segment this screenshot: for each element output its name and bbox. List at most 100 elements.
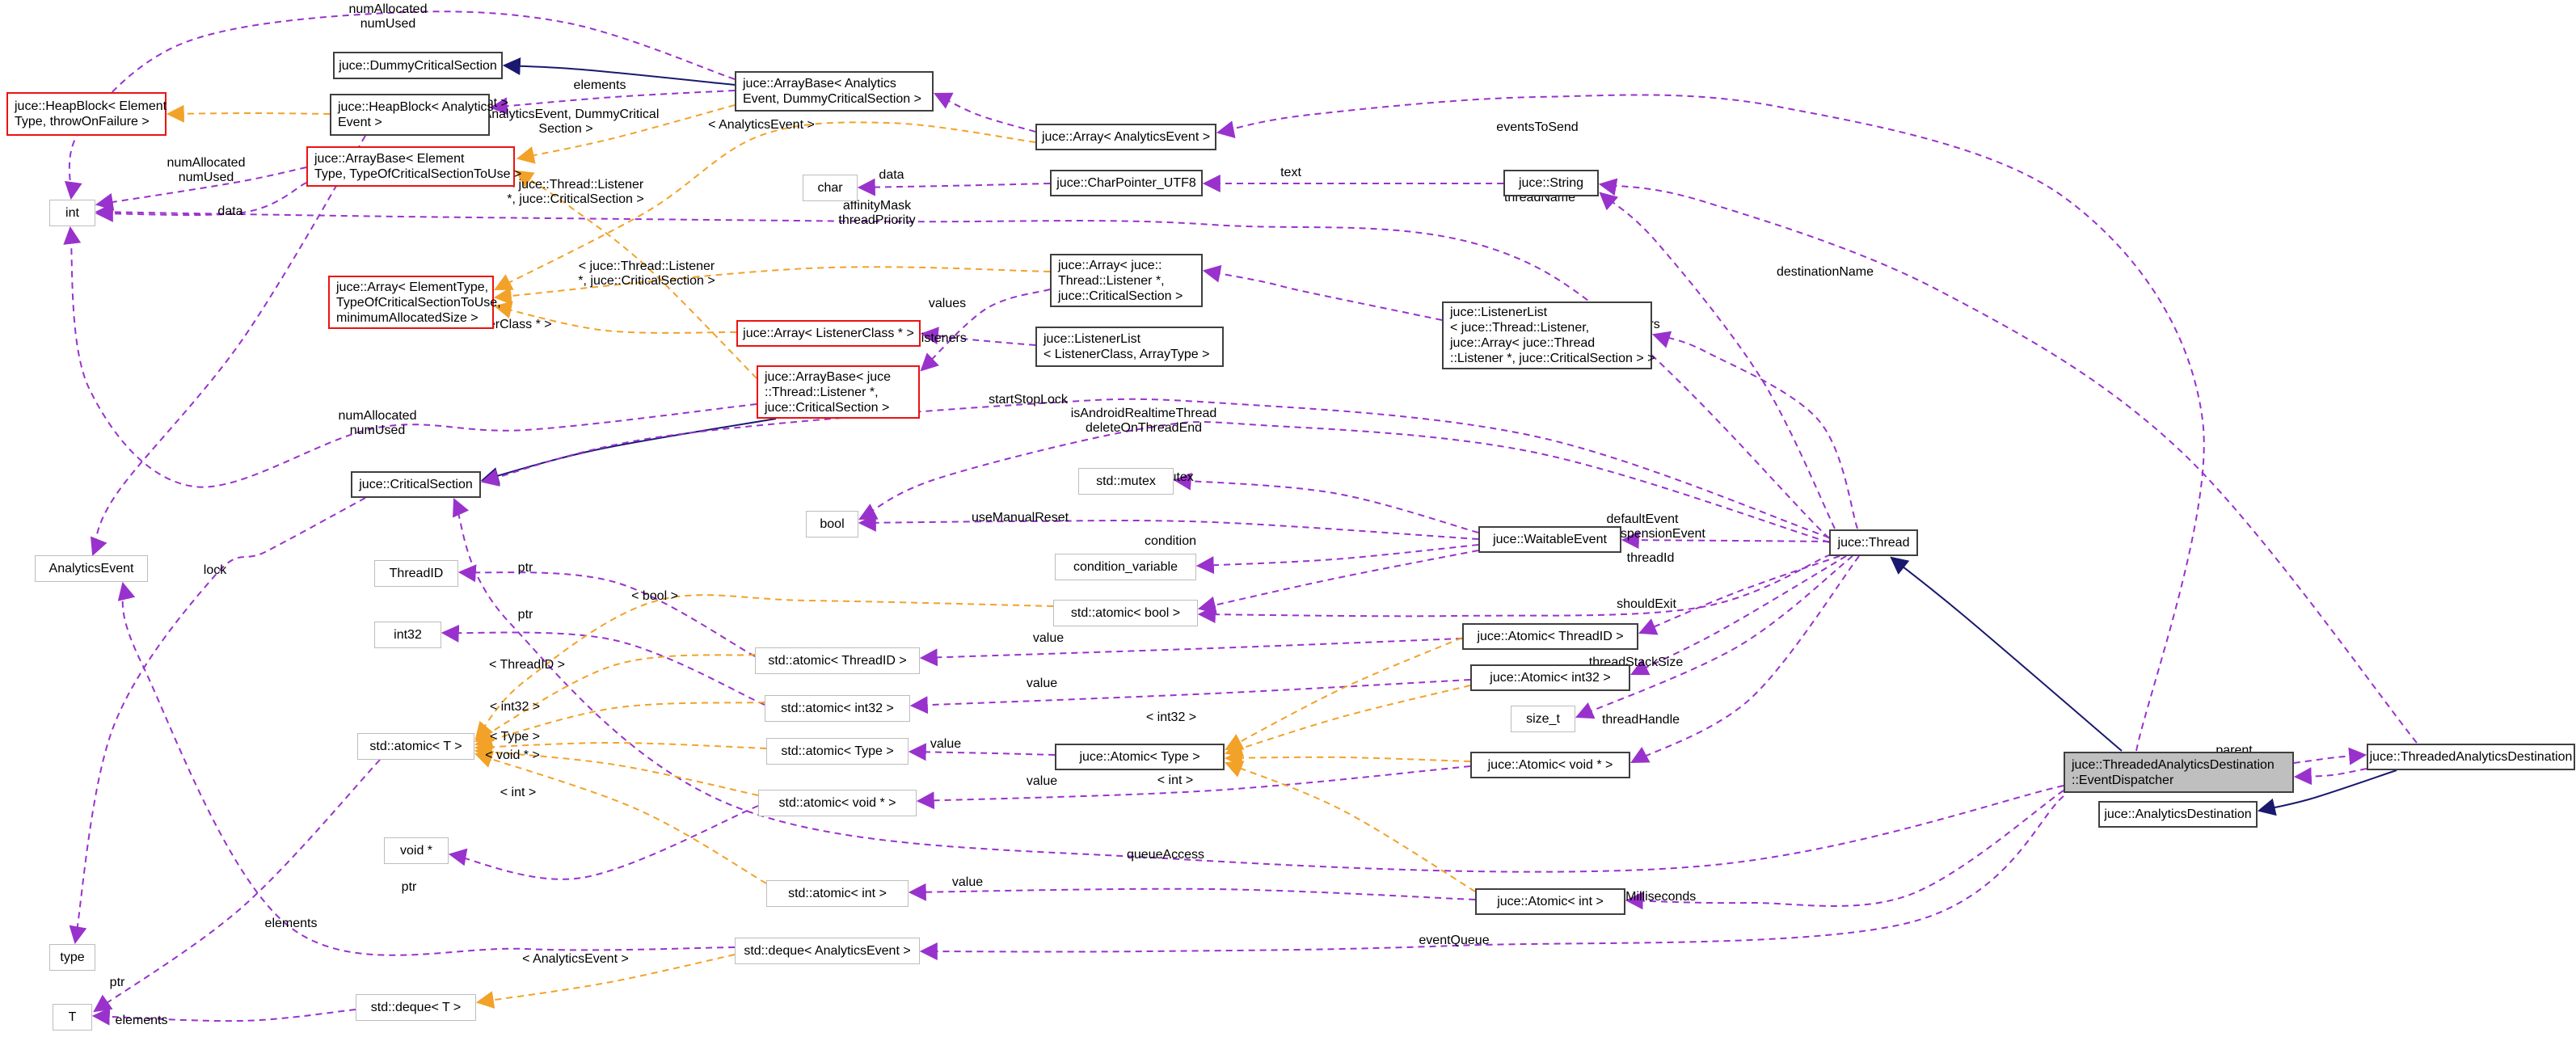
- node-array-analyticsevent[interactable]: juce::Array< AnalyticsEvent >: [1035, 124, 1216, 150]
- node-label: std::deque< AnalyticsEvent >: [744, 944, 911, 958]
- edge-arraybase-thread-listener-to-critical-section: [480, 418, 777, 485]
- edge-std-atomic-t-to-t: [93, 759, 381, 1013]
- node-juce-atomic-threadid[interactable]: juce::Atomic< ThreadID >: [1462, 623, 1638, 650]
- node-label: T: [68, 1010, 77, 1024]
- node-array-elementtype[interactable]: juce::Array< ElementType,TypeOfCriticalS…: [328, 276, 501, 329]
- edge-event-dispatcher-to-deque-analyticsevent: [919, 795, 2064, 961]
- node-juce-atomic-int[interactable]: juce::Atomic< int >: [1475, 888, 1625, 915]
- edge-juce-atomic-voidp-to-std-atomic-voidp: [916, 765, 1471, 810]
- node-std-atomic-bool: std::atomic< bool >: [1053, 600, 1198, 626]
- node-listenerlist-generic[interactable]: juce::ListenerList< ListenerClass, Array…: [1035, 327, 1224, 367]
- node-label: bool: [820, 517, 845, 531]
- node-label: condition_variable: [1073, 560, 1178, 574]
- node-dummy-critical-section[interactable]: juce::DummyCriticalSection: [333, 52, 503, 79]
- node-label: juce::String: [1518, 176, 1584, 190]
- edge-thread-to-waitable-event: [1621, 531, 1830, 550]
- edge-event-dispatcher-to-juce-atomic-int: [1625, 790, 2064, 910]
- node-label: juce::AnalyticsDestination: [2104, 807, 2252, 821]
- node-int: int: [49, 200, 95, 226]
- node-label: type: [60, 951, 85, 964]
- edge-juce-atomic-int-to-std-atomic-int: [908, 883, 1476, 901]
- edge-thread-to-juce-atomic-voidp: [1630, 555, 1860, 764]
- edge-thread-to-critical-section: [480, 398, 1830, 538]
- edge-arraybase-element-to-int: [95, 167, 307, 211]
- edge-array-thread-listener-to-arraybase-thread-listener: [920, 289, 1051, 372]
- node-analyticsevent: AnalyticsEvent: [35, 555, 148, 582]
- edge-heapblock-analytics-to-heapblock-element: [166, 104, 331, 123]
- node-event-dispatcher: juce::ThreadedAnalyticsDestination::Even…: [2064, 752, 2294, 793]
- node-std-atomic-int: std::atomic< int >: [766, 880, 909, 907]
- edge-arraybase-analytics-to-dummy-critical-section: [502, 57, 736, 86]
- node-charpointer-utf8[interactable]: juce::CharPointer_UTF8: [1050, 170, 1203, 196]
- node-string[interactable]: juce::String: [1503, 170, 1599, 196]
- node-label: char: [817, 181, 843, 195]
- edge-charpointer-utf8-to-char: [857, 178, 1051, 196]
- node-label: std::atomic< int32 >: [781, 702, 894, 715]
- node-juce-atomic-voidp[interactable]: juce::Atomic< void * >: [1470, 752, 1630, 778]
- node-label: Type, throwOnFailure >: [15, 115, 150, 129]
- node-label: Type, TypeOfCriticalSectionToUse >: [314, 167, 522, 181]
- node-label: ::Listener *, juce::CriticalSection > >: [1450, 352, 1655, 365]
- edge-std-atomic-threadid-to-std-atomic-t: [474, 654, 756, 743]
- node-label: juce::HeapBlock< Analytics: [338, 100, 494, 114]
- node-std-mutex: std::mutex: [1078, 468, 1174, 495]
- node-label: juce::Array< juce::: [1058, 258, 1162, 272]
- edge-threaded-analytics-destination-to-string: [1598, 178, 2418, 744]
- edge-array-thread-listener-to-array-elementtype: [493, 266, 1051, 306]
- node-label: int32: [394, 628, 422, 642]
- edge-threaded-analytics-destination-to-event-dispatcher: [2293, 767, 2367, 786]
- edge-std-atomic-int32-to-int32: [441, 624, 765, 706]
- edge-arraybase-analytics-to-int: [64, 11, 736, 200]
- node-label: AnalyticsEvent: [48, 562, 134, 575]
- edge-juce-atomic-type-to-std-atomic-type: [908, 743, 1056, 761]
- edge-arraybase-analytics-to-arraybase-element: [516, 104, 736, 164]
- node-juce-atomic-type[interactable]: juce::Atomic< Type >: [1055, 744, 1225, 770]
- node-label: juce::CriticalSection >: [765, 400, 890, 415]
- node-arraybase-thread-listener[interactable]: juce::ArrayBase< juce::Thread::Listener …: [757, 365, 920, 419]
- node-label: std::atomic< ThreadID >: [768, 654, 907, 668]
- node-label: juce::ArrayBase< juce: [765, 369, 892, 384]
- edge-waitable-event-to-std-atomic-bool: [1197, 550, 1479, 614]
- edge-event-dispatcher-to-threaded-analytics-destination: [2293, 747, 2367, 765]
- edge-event-dispatcher-to-array-analyticsevent: [1216, 94, 2205, 752]
- node-label: juce::CriticalSection: [359, 478, 473, 491]
- edge-thread-to-juce-atomic-int32: [1630, 555, 1847, 676]
- node-array-listenerclass[interactable]: juce::Array< ListenerClass * >: [736, 320, 921, 347]
- edge-listenerlist-generic-to-array-listenerclass: [920, 327, 1036, 346]
- edge-std-atomic-voidp-to-void-pointer: [448, 805, 759, 880]
- edge-array-analyticsevent-to-arraybase-analytics: [934, 92, 1036, 133]
- node-thread[interactable]: juce::Thread: [1829, 529, 1918, 556]
- node-label: int: [65, 206, 79, 220]
- node-juce-atomic-int32[interactable]: juce::Atomic< int32 >: [1470, 664, 1630, 691]
- edge-heapblock-analytics-to-analyticsevent: [90, 135, 366, 557]
- node-label: ::Thread::Listener *,: [765, 385, 879, 399]
- node-label: < ListenerClass, ArrayType >: [1043, 348, 1210, 361]
- node-analytics-destination[interactable]: juce::AnalyticsDestination: [2098, 801, 2258, 828]
- node-t: T: [53, 1004, 92, 1031]
- node-label: juce::HeapBlock< Element: [15, 99, 167, 113]
- node-label: juce::Array< ElementType,: [336, 280, 489, 294]
- node-int32: int32: [374, 622, 441, 648]
- node-waitable-event[interactable]: juce::WaitableEvent: [1478, 526, 1621, 553]
- node-threaded-analytics-destination[interactable]: juce::ThreadedAnalyticsDestination: [2367, 744, 2575, 770]
- node-label: Event, DummyCriticalSection >: [743, 92, 921, 106]
- edge-std-atomic-int-to-std-atomic-t: [474, 751, 767, 884]
- edge-arraybase-thread-listener-to-arraybase-element: [515, 170, 757, 379]
- node-critical-section[interactable]: juce::CriticalSection: [351, 471, 481, 498]
- node-listenerlist-thread[interactable]: juce::ListenerList< juce::Thread::Listen…: [1442, 301, 1655, 369]
- node-label: ThreadID: [389, 567, 444, 580]
- edge-deque-t-to-t: [91, 1007, 356, 1026]
- node-label: < juce::Thread::Listener,: [1450, 321, 1590, 335]
- node-deque-analyticsevent: std::deque< AnalyticsEvent >: [735, 938, 920, 964]
- edge-thread-to-listenerlist-thread: [1651, 331, 1858, 529]
- node-label: juce::ListenerList: [1043, 332, 1141, 346]
- node-condition-variable: condition_variable: [1055, 554, 1196, 580]
- edge-juce-atomic-voidp-to-juce-atomic-type: [1224, 748, 1471, 767]
- node-array-thread-listener[interactable]: juce::Array< juce::Thread::Listener *, j…: [1050, 254, 1203, 307]
- edge-thread-to-std-atomic-bool: [1197, 554, 1832, 624]
